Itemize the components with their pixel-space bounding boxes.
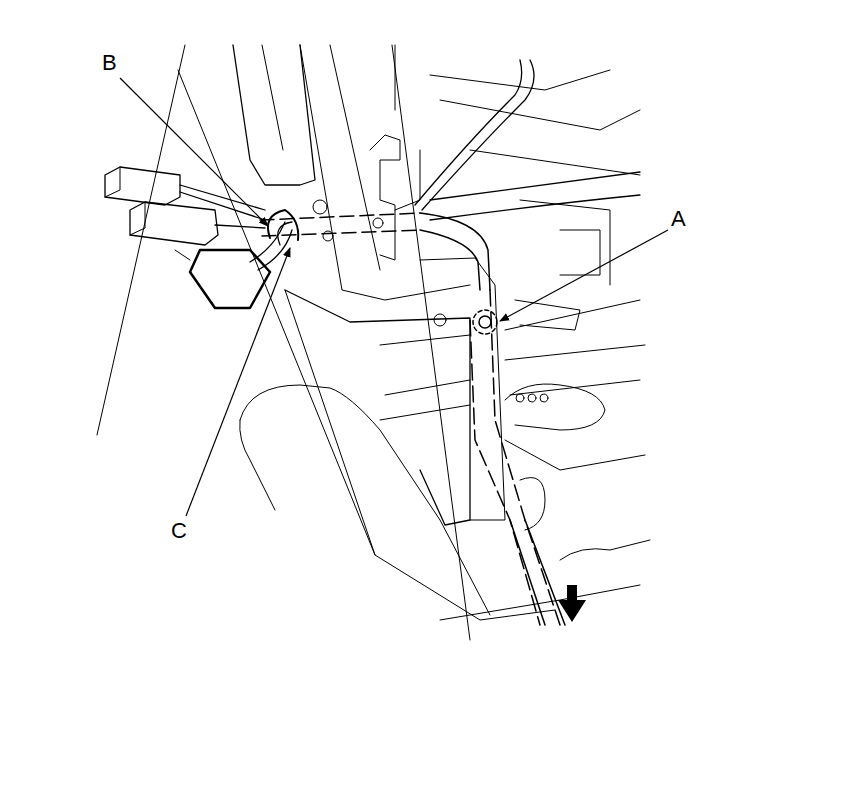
leader-line xyxy=(186,248,290,516)
direction-arrow xyxy=(558,585,586,622)
callout-letter: B xyxy=(101,52,118,74)
callout-letter: C xyxy=(170,520,188,542)
callout-letter: A xyxy=(670,208,687,230)
leader-line xyxy=(500,230,668,321)
leader-line xyxy=(120,78,268,226)
